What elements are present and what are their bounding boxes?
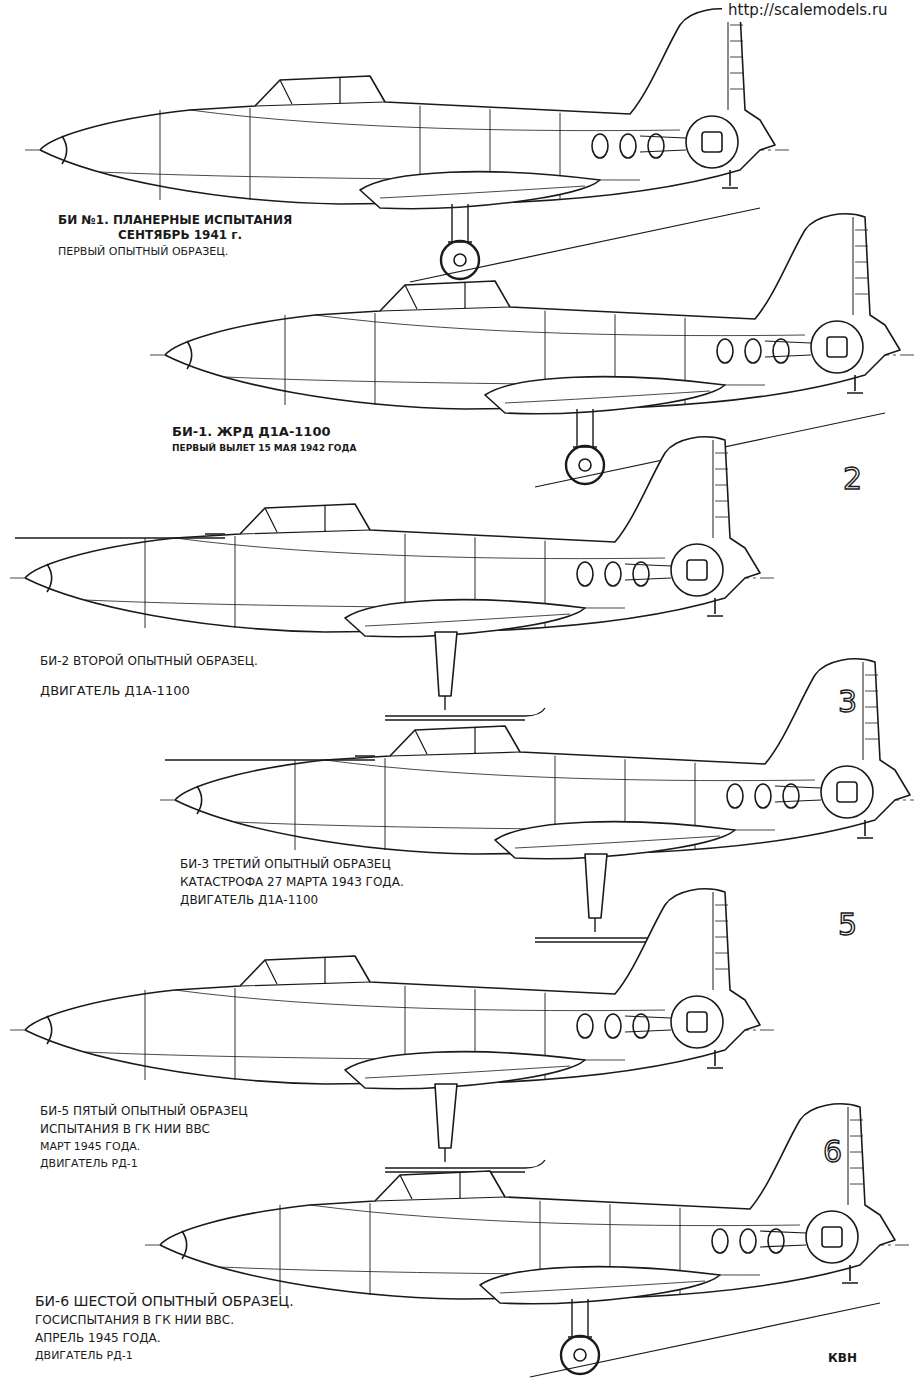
caption-line: ДВИГАТЕЛЬ РД-1 [40, 1158, 138, 1171]
caption-line: ДВИГАТЕЛЬ РД-1 [35, 1350, 133, 1363]
caption-line: КАТАСТРОФА 27 МАРТА 1943 ГОДА. [180, 876, 404, 890]
aircraft-side-view [10, 437, 775, 720]
aircraft-side-view [150, 214, 914, 487]
tail-number: 5 [838, 908, 857, 943]
caption-line: ДВИГАТЕЛЬ Д1А-1100 [40, 684, 190, 699]
aircraft-side-view [10, 889, 775, 1172]
aircraft-side-view [145, 1104, 910, 1377]
caption-line: БИ-5 ПЯТЫЙ ОПЫТНЫЙ ОБРАЗЕЦ [40, 1105, 248, 1119]
caption-line: БИ №1. ПЛАНЕРНЫЕ ИСПЫТАНИЯ [58, 214, 292, 228]
caption-line: АПРЕЛЬ 1945 ГОДА. [35, 1332, 161, 1346]
caption-line: СЕНТЯБРЬ 1941 г. [118, 229, 242, 243]
caption-line: ГОСИСПЫТАНИЯ В ГК НИИ ВВС. [35, 1314, 234, 1328]
tail-number: 3 [838, 685, 857, 720]
caption-line: ИСПЫТАНИЯ В ГК НИИ ВВС [40, 1123, 210, 1137]
caption-line: ПЕРВЫЙ ВЫЛЕТ 15 МАЯ 1942 ГОДА [172, 443, 356, 453]
caption-line: ПЕРВЫЙ ОПЫТНЫЙ ОБРАЗЕЦ. [58, 246, 228, 259]
caption-line: БИ-6 ШЕСТОЙ ОПЫТНЫЙ ОБРАЗЕЦ. [35, 1293, 294, 1309]
watermark: http://scalemodels.ru [728, 2, 888, 19]
author-signature: КВН [828, 1352, 857, 1366]
aircraft-side-view [160, 659, 914, 942]
caption-line: БИ-2 ВТОРОЙ ОПЫТНЫЙ ОБРАЗЕЦ. [40, 655, 258, 669]
watermark-ground [722, 0, 914, 22]
caption-line: МАРТ 1945 ГОДА. [40, 1141, 140, 1154]
caption-line: БИ-1. ЖРД Д1А-1100 [172, 425, 331, 440]
tail-number: 6 [823, 1135, 842, 1170]
aircraft-side-view [25, 9, 790, 282]
caption-line: ДВИГАТЕЛЬ Д1А-1100 [180, 894, 318, 908]
tail-number: 2 [843, 462, 862, 497]
caption-line: БИ-3 ТРЕТИЙ ОПЫТНЫЙ ОБРАЗЕЦ [180, 858, 391, 872]
